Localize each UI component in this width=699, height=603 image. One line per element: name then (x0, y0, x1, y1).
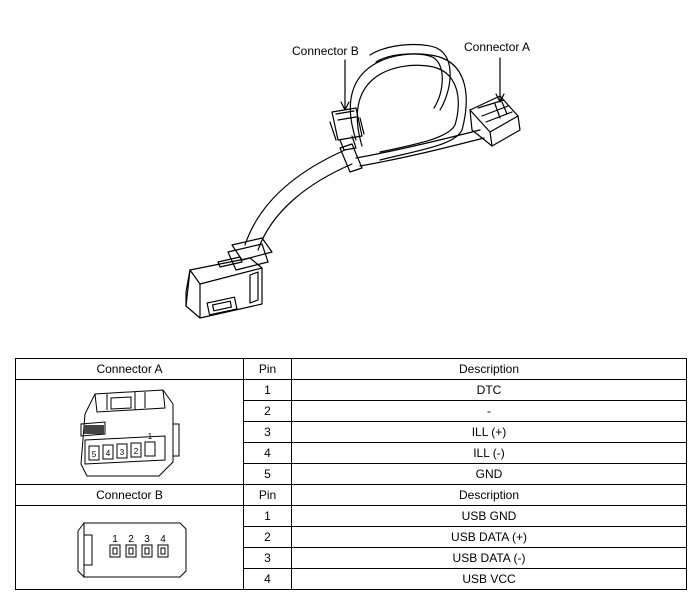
table-row: 3 USB DATA (-) (16, 547, 687, 569)
description-cell: USB DATA (+) (291, 526, 687, 548)
table-row: 2 - (16, 400, 687, 422)
pin-table: Connector A Pin Description (15, 358, 687, 590)
connector-b-pin-label: 2 (128, 534, 134, 545)
connector-b-face-cell: 1 2 3 4 (15, 505, 244, 590)
usb-cable-illustration (185, 43, 521, 319)
cable-loop (349, 53, 467, 161)
connector-a-pin-label: 4 (105, 449, 110, 458)
table-row: 5 4 3 2 1 1 DTC (15, 379, 687, 485)
connector-a-face-drawing: 5 4 3 2 1 (79, 389, 179, 477)
section-a-header-row: Connector A Pin Description (15, 358, 687, 380)
description-cell: DTC (291, 379, 687, 401)
usb-housing-shape (185, 237, 273, 319)
connector-a-pin-label: 1 (147, 432, 152, 441)
description-cell: ILL (-) (291, 442, 687, 464)
connector-a-pin-label: 2 (133, 447, 138, 456)
main-cable (244, 149, 346, 246)
column-header-connector: Connector B (15, 484, 244, 506)
connector-b-pin-label: 3 (144, 534, 150, 545)
section-b-header-row: Connector B Pin Description (15, 484, 687, 506)
table-row: 4 USB VCC (16, 568, 687, 590)
pin-cell: 3 (243, 547, 292, 569)
description-cell: GND (291, 463, 687, 485)
column-header-description: Description (291, 358, 687, 380)
table-row: 1 2 3 4 1 USB GND (15, 505, 687, 590)
column-header-connector: Connector A (15, 358, 244, 380)
pin-cell: 1 (243, 379, 292, 401)
connector-b-callout: Connector B (292, 44, 359, 58)
pin-cell: 1 (243, 505, 292, 527)
connector-a-callout: Connector A (464, 40, 531, 54)
description-cell: USB DATA (-) (291, 547, 687, 569)
pin-cell: 2 (243, 400, 292, 422)
connector-a-pin-label: 3 (119, 448, 124, 457)
connector-b-leader (340, 59, 350, 111)
cable-to-connector-a (355, 129, 481, 159)
pin-cell: 4 (243, 442, 292, 464)
column-header-pin: Pin (243, 358, 292, 380)
pin-cell: 4 (243, 568, 292, 590)
column-header-description: Description (291, 484, 687, 506)
connector-a-face-cell: 5 4 3 2 1 (15, 379, 244, 485)
pin-cell: 2 (243, 526, 292, 548)
description-cell: - (291, 400, 687, 422)
description-cell: ILL (+) (291, 421, 687, 443)
connector-a-pin-label: 5 (91, 450, 96, 459)
description-cell: USB GND (291, 505, 687, 527)
description-cell: USB VCC (291, 568, 687, 590)
column-header-pin: Pin (243, 484, 292, 506)
connector-b-face-drawing: 1 2 3 4 (77, 522, 186, 577)
cable-clamp (339, 143, 363, 173)
pin-cell: 3 (243, 421, 292, 443)
connector-b-shape (329, 107, 365, 151)
connector-a-shape (469, 95, 521, 147)
connector-b-pin-label: 4 (160, 534, 166, 545)
connector-b-pin-label: 1 (112, 534, 118, 545)
pin-cell: 5 (243, 463, 292, 485)
